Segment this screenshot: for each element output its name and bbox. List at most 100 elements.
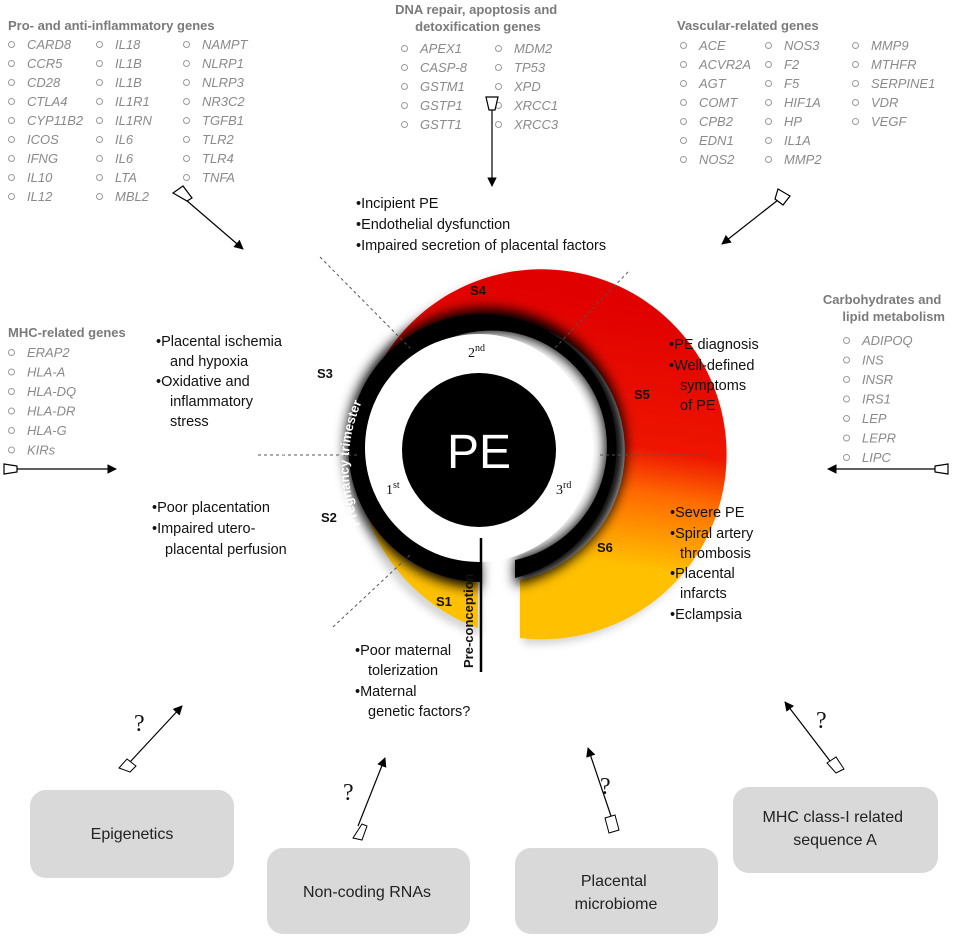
gene-name: TNFA xyxy=(202,170,235,185)
bullet-icon xyxy=(401,64,408,71)
gene-name: NR3C2 xyxy=(202,94,245,109)
bullet-icon xyxy=(495,83,502,90)
gene-name: IL1R1 xyxy=(115,94,150,109)
gene-group-mhc: MHC-related genes ERAP2HLA-AHLA-DQHLA-DR… xyxy=(8,325,126,458)
gene-name: NLRP1 xyxy=(202,56,244,71)
gene-name: XRCC3 xyxy=(513,117,559,132)
bullet-icon xyxy=(852,118,859,125)
box-mica: MHC class-I related sequence A ? xyxy=(733,701,938,873)
pre-conception-label: Pre-conception xyxy=(461,573,476,668)
gene-name: F5 xyxy=(784,76,800,91)
stage-s2-label: S2 xyxy=(321,510,337,525)
bullet-icon xyxy=(765,137,772,144)
bullet-icon xyxy=(765,99,772,106)
bullet-icon xyxy=(183,136,190,143)
bullet-icon xyxy=(852,61,859,68)
stage-s1-label: S1 xyxy=(436,594,452,609)
bullet-icon xyxy=(680,137,687,144)
bullet-icon xyxy=(401,102,408,109)
s5-description: •PE diagnosis •Well-defined symptoms of … xyxy=(669,337,763,414)
gene-group-vascular: Vascular-related genes ACEACVR2AAGTCOMTC… xyxy=(677,18,935,167)
s1-description: •Poor maternal tolerization •Maternal ge… xyxy=(355,643,470,720)
bullet-icon xyxy=(96,60,103,67)
gene-name: LIPC xyxy=(862,450,892,465)
gene-name: EDN1 xyxy=(699,133,734,148)
gene-name: HLA-DQ xyxy=(27,384,76,399)
bullet-icon xyxy=(183,41,190,48)
bullet-icon xyxy=(183,117,190,124)
gene-name: GSTT1 xyxy=(420,117,462,132)
stage-s4-label: S4 xyxy=(470,283,487,298)
gene-name: IL1A xyxy=(784,133,811,148)
gene-group-title: Carbohydrates and lipid metabolism xyxy=(823,292,945,324)
gene-name: ERAP2 xyxy=(27,345,70,360)
bullet-icon xyxy=(680,61,687,68)
bullet-icon xyxy=(843,415,850,422)
bullet-icon xyxy=(183,79,190,86)
gene-name: CYP11B2 xyxy=(27,113,84,128)
bullet-icon xyxy=(843,337,850,344)
gene-name: F2 xyxy=(784,57,800,72)
gene-name: MBL2 xyxy=(115,189,150,204)
gene-name: MTHFR xyxy=(871,57,917,72)
bullet-icon xyxy=(765,156,772,163)
gene-name: CD28 xyxy=(27,75,61,90)
gene-name: IL1RN xyxy=(115,113,152,128)
bullet-icon xyxy=(495,64,502,71)
bullet-icon xyxy=(183,60,190,67)
bullet-icon xyxy=(401,45,408,52)
arrow-tail-dna xyxy=(485,96,499,111)
gene-name: XRCC1 xyxy=(513,98,558,113)
bullet-icon xyxy=(96,117,103,124)
gene-name: IL6 xyxy=(115,151,134,166)
bullet-icon xyxy=(8,368,15,376)
bullet-icon xyxy=(8,427,15,434)
gene-name: IRS1 xyxy=(862,392,891,407)
gene-name: APEX1 xyxy=(419,41,462,56)
gene-name: NOS2 xyxy=(699,152,735,167)
bullet-icon xyxy=(8,79,15,86)
gene-name: IL1B xyxy=(115,75,142,90)
gene-group-metabolism: Carbohydrates and lipid metabolism ADIPO… xyxy=(823,292,945,465)
box-microbiome-label: Placental microbiome xyxy=(575,873,658,913)
bullet-icon xyxy=(843,454,850,461)
bullet-icon xyxy=(96,41,103,48)
trimester-2-label: 2nd xyxy=(468,343,485,361)
bullet-icon xyxy=(680,80,687,87)
bullet-icon xyxy=(843,434,850,442)
gene-name: TGFB1 xyxy=(202,113,244,128)
bullet-icon xyxy=(96,193,103,200)
question-mark: ? xyxy=(343,780,354,806)
gene-name: IL6 xyxy=(115,132,134,147)
bullet-icon xyxy=(8,41,15,48)
gene-name: HLA-G xyxy=(27,423,67,438)
stage-arc xyxy=(356,269,727,640)
bullet-icon xyxy=(96,174,103,181)
bullet-icon xyxy=(8,155,15,162)
bullet-icon xyxy=(8,136,15,143)
gene-name: NAMPT xyxy=(202,37,249,52)
gene-name: CCR5 xyxy=(27,56,63,71)
s6-description: •Severe PE •Spiral artery thrombosis •Pl… xyxy=(670,505,757,623)
bullet-icon xyxy=(843,356,850,364)
bullet-icon xyxy=(843,395,850,403)
gene-name: GSTM1 xyxy=(420,79,465,94)
question-mark: ? xyxy=(816,708,827,734)
bullet-icon xyxy=(843,376,850,383)
bullet-icon xyxy=(401,83,408,90)
bullet-icon xyxy=(852,80,859,87)
gene-name: GSTP1 xyxy=(420,98,463,113)
gene-name: IL1B xyxy=(115,56,142,71)
stage-s3-label: S3 xyxy=(317,366,333,381)
bullet-icon xyxy=(183,155,190,162)
bullet-icon xyxy=(680,118,687,125)
bullet-icon xyxy=(96,155,103,162)
gene-name: SERPINE1 xyxy=(871,76,935,91)
stage-ring: PE Pre-conception Preeclampsia stages Pr… xyxy=(258,256,727,672)
bullet-icon xyxy=(8,349,15,356)
gene-name: TP53 xyxy=(514,60,546,75)
bullet-icon xyxy=(183,98,190,105)
